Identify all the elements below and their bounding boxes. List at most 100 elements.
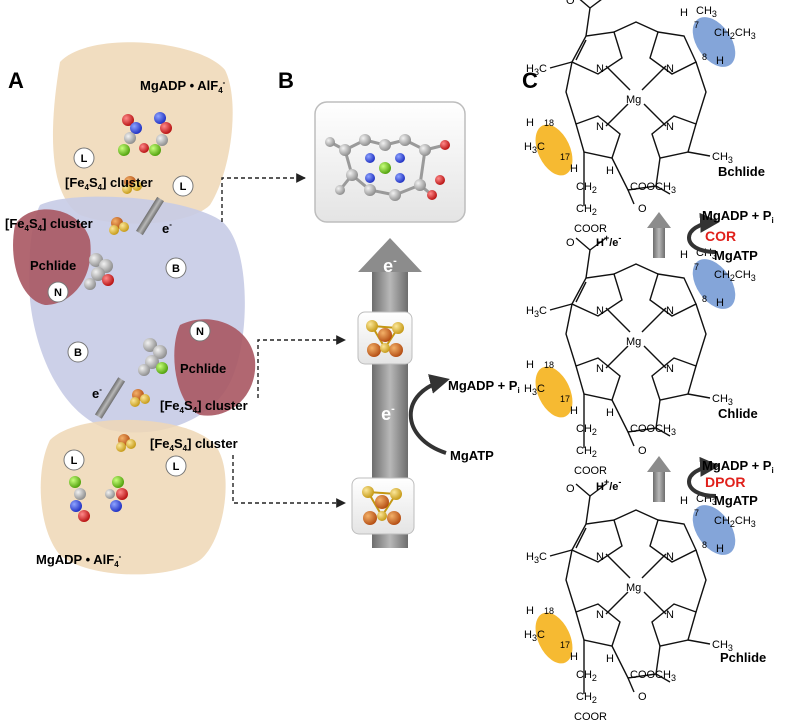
svg-text:COOCH3: COOCH3 xyxy=(630,669,676,683)
svg-text:H3C: H3C xyxy=(524,141,545,155)
svg-text:H: H xyxy=(526,605,534,617)
connector-to-pchlide-box xyxy=(221,173,306,222)
electron-path-lower xyxy=(94,377,126,419)
reaction-arrow-cor xyxy=(647,212,671,258)
svg-text:H: H xyxy=(526,359,534,371)
svg-text:CH2: CH2 xyxy=(576,203,597,217)
svg-text:N: N xyxy=(596,609,604,621)
subunit-badges: L L B N N B L L xyxy=(47,147,211,477)
bchlide-atom-labels: O H3C N N Mg N N H CH3 CH2CH3 7 8 H CH3 … xyxy=(524,0,756,235)
svg-text:O: O xyxy=(566,237,575,249)
panel-b: B xyxy=(278,68,520,548)
svg-text:18: 18 xyxy=(544,360,554,370)
badge-l-4: L xyxy=(165,455,187,477)
svg-text:L: L xyxy=(71,455,78,467)
svg-text:B: B xyxy=(172,263,180,275)
reaction-arrow-dpor xyxy=(647,456,671,502)
pchlide-ligand-1 xyxy=(84,253,114,290)
svg-text:CH3: CH3 xyxy=(696,5,717,19)
svg-text:CH2: CH2 xyxy=(576,181,597,195)
cluster-label-3: [Fe4S4] cluster xyxy=(160,398,248,415)
svg-text:N: N xyxy=(666,609,674,621)
b-mgadp-label: MgADP + Pi xyxy=(448,378,520,395)
svg-text:H: H xyxy=(716,55,724,67)
dpor-mgadp-label: MgADP + Pi xyxy=(702,458,774,475)
svg-text:H3C: H3C xyxy=(526,63,547,77)
svg-text:N: N xyxy=(596,551,604,563)
badge-l-2: L xyxy=(172,175,194,197)
electron-label-lower: e- xyxy=(92,385,102,401)
svg-text:COOR: COOR xyxy=(574,711,607,720)
svg-text:CH3: CH3 xyxy=(712,639,733,653)
svg-text:H3C: H3C xyxy=(526,551,547,565)
svg-text:CH2: CH2 xyxy=(576,423,597,437)
svg-text:H: H xyxy=(606,653,614,665)
cor-atp-arrow xyxy=(687,212,720,254)
bottom-complex-label: MgADP • AlF4- xyxy=(36,552,122,569)
svg-text:H: H xyxy=(606,165,614,177)
fe4s4-cluster-a1 xyxy=(122,176,142,194)
svg-text:COOCH3: COOCH3 xyxy=(630,181,676,195)
svg-text:L: L xyxy=(173,461,180,473)
svg-text:17: 17 xyxy=(560,640,570,650)
connector-to-cluster-lower xyxy=(232,455,346,508)
pchlide-ball-stick xyxy=(325,134,450,201)
svg-text:N: N xyxy=(596,305,604,317)
svg-text:H: H xyxy=(606,407,614,419)
svg-text:H: H xyxy=(680,249,688,261)
svg-text:H3C: H3C xyxy=(524,383,545,397)
svg-text:Mg: Mg xyxy=(626,94,641,106)
svg-text:COOCH3: COOCH3 xyxy=(630,423,676,437)
protein-surface xyxy=(13,42,256,575)
pchlide-atom-labels: O H3C N N Mg N N H CH3 CH2CH3 7 8 H CH3 … xyxy=(524,483,756,720)
svg-text:COOR: COOR xyxy=(574,223,607,235)
svg-text:7: 7 xyxy=(694,20,699,30)
badge-l-3: L xyxy=(63,449,85,471)
dpor-mgatp-label: MgATP xyxy=(714,493,758,508)
svg-text:L: L xyxy=(81,153,88,165)
svg-text:H: H xyxy=(716,297,724,309)
svg-text:8: 8 xyxy=(702,294,707,304)
fe4s4-cluster-a3 xyxy=(130,389,150,407)
electron-label-upper: e- xyxy=(162,220,172,236)
svg-text:N: N xyxy=(666,121,674,133)
svg-text:H: H xyxy=(680,495,688,507)
svg-text:N: N xyxy=(666,363,674,375)
badge-n-1: N xyxy=(47,281,69,303)
pchlide-structure-box xyxy=(314,101,466,223)
cor-mgatp-label: MgATP xyxy=(714,248,758,263)
fe4s4-cluster-a4 xyxy=(116,434,136,452)
svg-text:CH2: CH2 xyxy=(576,445,597,459)
svg-text:CH2: CH2 xyxy=(576,691,597,705)
svg-text:7: 7 xyxy=(694,262,699,272)
svg-text:O: O xyxy=(638,203,647,215)
svg-text:7: 7 xyxy=(694,508,699,518)
b-mgatp-label: MgATP xyxy=(450,448,494,463)
svg-text:CH2: CH2 xyxy=(576,669,597,683)
subunit-l-top xyxy=(52,42,233,224)
cluster-label-1: [Fe4S4] cluster xyxy=(65,175,153,192)
svg-text:Mg: Mg xyxy=(626,336,641,348)
nucleotide-top xyxy=(118,112,172,156)
svg-text:N: N xyxy=(666,63,674,75)
electron-path-upper xyxy=(136,196,164,236)
svg-text:N: N xyxy=(666,305,674,317)
svg-text:H: H xyxy=(570,651,578,663)
cluster-label-2: [Fe4S4] cluster xyxy=(5,216,93,233)
svg-text:CH3: CH3 xyxy=(712,393,733,407)
svg-text:8: 8 xyxy=(702,540,707,550)
svg-text:O: O xyxy=(566,0,575,7)
compound-name-pchlide: Pchlide xyxy=(720,650,766,665)
svg-text:N: N xyxy=(596,363,604,375)
svg-text:H: H xyxy=(570,405,578,417)
enzyme-label-dpor: DPOR xyxy=(705,474,745,490)
svg-text:COOR: COOR xyxy=(574,465,607,477)
cor-mgadp-label: MgADP + Pi xyxy=(702,208,774,225)
compound-name-chlide: Chlide xyxy=(718,406,758,421)
connector-to-cluster-upper xyxy=(257,335,346,398)
compound-name-bchlide: Bchlide xyxy=(718,164,765,179)
svg-text:B: B xyxy=(74,347,82,359)
panel-c-letter: C xyxy=(522,68,538,93)
svg-text:CH2CH3: CH2CH3 xyxy=(714,27,756,41)
svg-text:H: H xyxy=(526,117,534,129)
